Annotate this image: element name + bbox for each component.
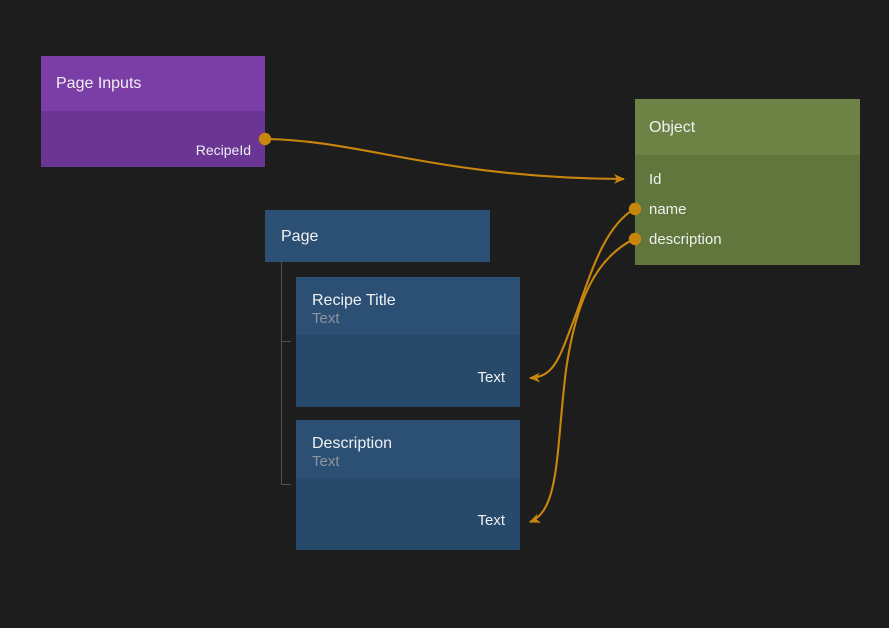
- node-page-inputs-body: RecipeId: [41, 111, 265, 167]
- node-page-inputs-title: Page Inputs: [56, 75, 142, 92]
- node-page-inputs[interactable]: Page Inputs RecipeId: [41, 56, 265, 167]
- node-object[interactable]: Object Id name description: [635, 99, 860, 265]
- node-object-title: Object: [649, 118, 696, 136]
- tree-rail-stub-recipe-title: [281, 341, 291, 342]
- node-description-title: Description: [312, 435, 393, 452]
- node-page-header[interactable]: Page: [265, 210, 490, 262]
- node-page-title: Page: [281, 227, 319, 245]
- tree-rail-stub-description: [281, 484, 291, 485]
- edge-name-to-recipe-title: [528, 208, 635, 383]
- node-recipe-title-title: Recipe Title: [312, 292, 396, 309]
- node-description-binding-label[interactable]: Text: [477, 512, 505, 529]
- port-row-recipeid[interactable]: RecipeId: [196, 141, 251, 159]
- node-description-body: [296, 478, 520, 550]
- object-field-description[interactable]: description: [635, 225, 860, 255]
- node-description-subtitle: Text: [312, 453, 340, 470]
- node-description[interactable]: Description Text Text: [296, 420, 520, 550]
- node-recipe-title-header[interactable]: Recipe Title Text: [296, 277, 520, 335]
- node-page[interactable]: Page: [265, 210, 490, 262]
- edge-description-to-description: [528, 238, 635, 523]
- tree-rail-vertical: [281, 262, 282, 485]
- node-object-body: Id name description: [635, 155, 860, 265]
- node-recipe-title[interactable]: Recipe Title Text Text: [296, 277, 520, 407]
- object-field-id-label: Id: [649, 171, 662, 188]
- node-page-inputs-header[interactable]: Page Inputs: [41, 56, 265, 111]
- node-description-header[interactable]: Description Text: [296, 420, 520, 478]
- node-recipe-title-binding-label[interactable]: Text: [477, 369, 505, 386]
- object-field-name-label: name: [649, 201, 687, 218]
- node-recipe-title-subtitle: Text: [312, 310, 340, 327]
- object-field-id[interactable]: Id: [635, 165, 860, 195]
- edge-recipeid-to-id: [265, 137, 626, 184]
- port-label-recipeid: RecipeId: [195, 142, 251, 158]
- node-recipe-title-body: [296, 335, 520, 407]
- node-object-header[interactable]: Object: [635, 99, 860, 155]
- object-field-description-label: description: [649, 231, 722, 248]
- object-field-name[interactable]: name: [635, 195, 860, 225]
